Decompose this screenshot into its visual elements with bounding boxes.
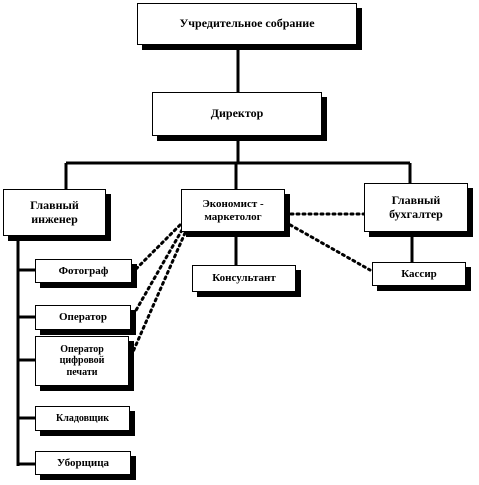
operator-box: Оператор [35,305,131,330]
chief-engineer-box: Главный инженер [3,189,106,236]
economist-marketer-box: Экономист - маркетолог [181,189,285,232]
cleaner-box: Уборщица [35,451,131,475]
storekeeper-box: Кладовщик [35,406,130,431]
founders-meeting-box: Учредительное собрание [137,3,357,45]
photographer-box: Фотограф [35,259,132,283]
dotted-economist-photographer [133,223,182,272]
dotted-economist-operator [129,228,184,321]
cashier-box: Кассир [372,262,466,286]
director-box: Директор [152,92,322,136]
digital-print-operator-box: Оператор цифровой печати [35,336,129,386]
dotted-economist-cashier [283,220,372,272]
consultant-box: Консультант [192,265,296,292]
chief-accountant-box: Главный бухгалтер [364,183,468,232]
dotted-economist-digital-operator [130,231,187,356]
